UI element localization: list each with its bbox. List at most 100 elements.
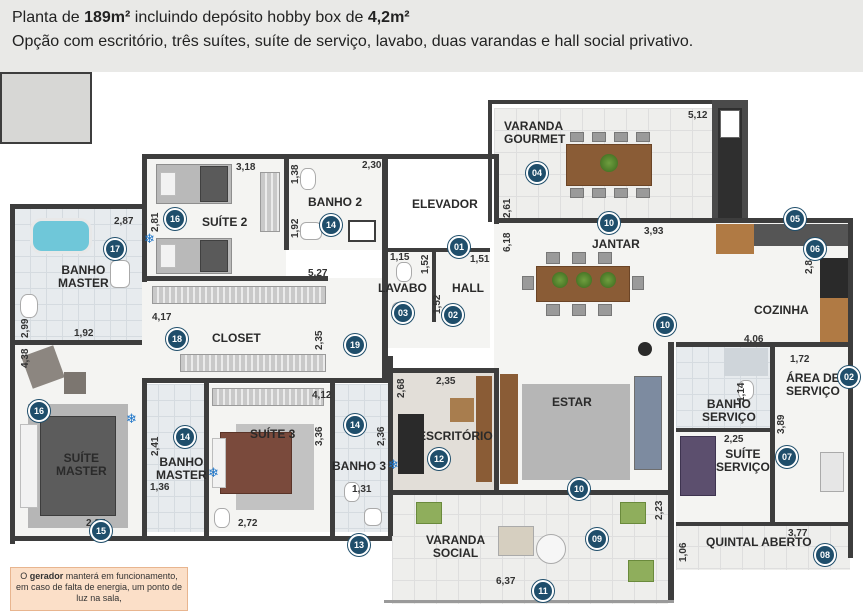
dimension-label: 1,36 bbox=[150, 482, 170, 493]
plant-decor bbox=[600, 272, 616, 288]
lounge-chair bbox=[416, 502, 442, 524]
room-label-suite2: SUÍTE 2 bbox=[202, 215, 248, 229]
label-line: VARANDA bbox=[426, 533, 486, 547]
shaft-box bbox=[348, 220, 376, 242]
chair bbox=[572, 304, 586, 316]
badge-03: 03 bbox=[392, 302, 414, 324]
laundry-tank bbox=[820, 452, 844, 492]
badge-16: 16 bbox=[164, 208, 186, 230]
pillow bbox=[20, 424, 38, 508]
bed bbox=[220, 432, 292, 494]
wall-segment bbox=[388, 490, 672, 495]
kitchen-counter bbox=[820, 298, 848, 342]
badge-10: 10 bbox=[654, 314, 676, 336]
lounge-chair bbox=[628, 560, 654, 582]
dimension-label: 4,12 bbox=[312, 390, 332, 401]
chair bbox=[614, 132, 628, 142]
wall-segment bbox=[142, 378, 147, 540]
total-area: 189m² bbox=[84, 9, 131, 26]
badge-01: 01 bbox=[448, 236, 470, 258]
wall-segment bbox=[676, 342, 852, 347]
note-text: manterá em funcionamento, em caso de fal… bbox=[15, 571, 183, 603]
chair bbox=[632, 276, 644, 290]
tv-panel bbox=[500, 374, 518, 484]
sink bbox=[110, 260, 130, 288]
wall-segment bbox=[142, 378, 388, 383]
chair bbox=[546, 304, 560, 316]
dimension-label: 3,89 bbox=[776, 414, 787, 434]
toilet bbox=[20, 294, 38, 318]
dimension-label: 2,68 bbox=[396, 378, 407, 398]
dimension-label: 1,06 bbox=[678, 542, 689, 562]
bed-cover bbox=[200, 240, 228, 272]
wall-segment bbox=[284, 154, 289, 250]
wall-segment bbox=[488, 100, 492, 222]
chair bbox=[598, 252, 612, 264]
dimension-label: 2,87 bbox=[114, 216, 134, 227]
badge-02: 02 bbox=[838, 366, 860, 388]
generator-note: O gerador manterá em funcionamento, em c… bbox=[10, 567, 188, 611]
wall-segment bbox=[382, 154, 388, 378]
badge-05: 05 bbox=[784, 208, 806, 230]
dimension-label: 4,06 bbox=[744, 334, 764, 345]
chair bbox=[522, 276, 534, 290]
chair bbox=[636, 188, 650, 198]
snowflake-icon: ❄ bbox=[208, 465, 219, 480]
dimension-label: 1,92 bbox=[290, 218, 301, 238]
chair bbox=[570, 188, 584, 198]
lounge-chair bbox=[620, 502, 646, 524]
snowflake-icon: ❄ bbox=[144, 231, 155, 246]
wall-segment bbox=[330, 378, 335, 536]
label-line: MASTER bbox=[58, 276, 109, 290]
wall-segment bbox=[494, 154, 499, 224]
dimension-label: 2,30 bbox=[362, 160, 382, 171]
label-line: SERVIÇO bbox=[702, 410, 756, 424]
lamp-decor bbox=[638, 342, 652, 356]
label-line: MASTER bbox=[156, 468, 207, 482]
room-label-banho3: BANHO 3 bbox=[332, 459, 387, 473]
room-label-lavabo: LAVABO bbox=[378, 281, 427, 295]
chair bbox=[546, 252, 560, 264]
badge-14: 14 bbox=[174, 426, 196, 448]
badge-14: 14 bbox=[320, 214, 342, 236]
label-line: VARANDA bbox=[504, 119, 564, 133]
wall-segment bbox=[10, 536, 392, 541]
bathtub bbox=[30, 218, 92, 254]
dimension-label: 1,31 bbox=[352, 484, 372, 495]
dimension-label: 1,52 bbox=[420, 254, 431, 274]
dimension-label: 1,51 bbox=[470, 254, 490, 265]
dimension-label: 5,27 bbox=[308, 268, 328, 279]
badge-17: 17 bbox=[104, 238, 126, 260]
chair bbox=[592, 188, 606, 198]
label-line: SOCIAL bbox=[432, 546, 479, 560]
dimension-label: 2,81 bbox=[150, 212, 161, 232]
title-middle: incluindo depósito hobby box de bbox=[130, 9, 368, 26]
label-line: BANHO bbox=[706, 397, 751, 411]
wall-segment bbox=[382, 154, 498, 159]
dimension-label: 4,17 bbox=[152, 312, 172, 323]
wall-segment bbox=[388, 356, 393, 536]
pillow bbox=[160, 244, 176, 268]
room-label-banho2: BANHO 2 bbox=[308, 195, 363, 209]
plant-decor bbox=[552, 272, 568, 288]
sink bbox=[300, 222, 322, 240]
chair bbox=[614, 188, 628, 198]
wall-segment bbox=[676, 428, 770, 432]
dimension-label: 1,72 bbox=[790, 354, 810, 365]
room-label-cozinha: COZINHA bbox=[754, 303, 809, 317]
shower bbox=[724, 348, 768, 376]
wall-segment bbox=[392, 368, 496, 373]
label-line: BANHO bbox=[61, 263, 106, 277]
label-line: SERVIÇO bbox=[716, 460, 770, 474]
elevator-shaft bbox=[0, 72, 92, 144]
room-label-estar: ESTAR bbox=[552, 395, 592, 409]
wall-segment bbox=[384, 248, 490, 252]
dimension-label: 6,18 bbox=[502, 232, 513, 252]
room-label-hall: HALL bbox=[452, 281, 484, 295]
